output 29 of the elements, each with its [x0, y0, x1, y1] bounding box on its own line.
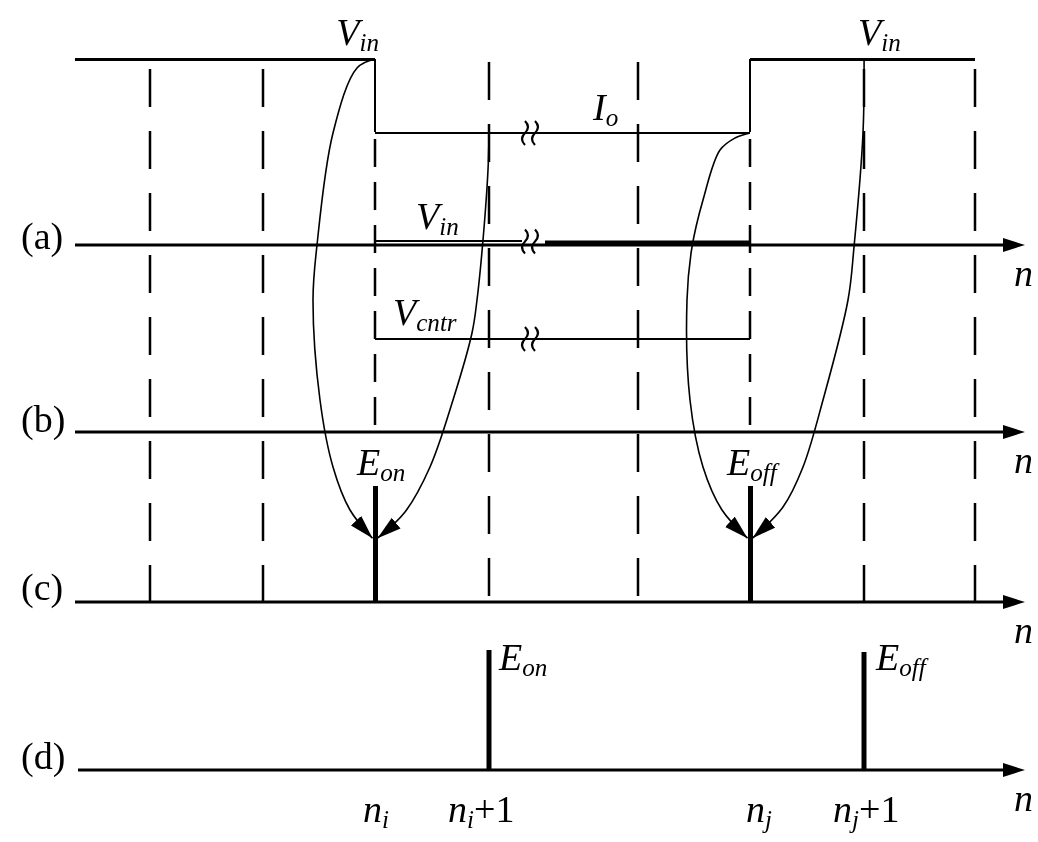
impulse-bar	[747, 486, 753, 602]
row-label: (d)	[20, 737, 67, 779]
row-label: (a)	[20, 217, 65, 259]
impulse-bar	[372, 486, 378, 602]
signal-label: V$_{in}$	[335, 13, 380, 55]
curved-arrow	[312, 58, 376, 539]
energy-label: E$_{on}$	[356, 443, 407, 482]
waveform-segment	[750, 57, 975, 61]
row-label: (c)	[20, 568, 65, 610]
tick-label: n$_{i}$+1	[447, 790, 516, 835]
signal-label: V$_{cntr}$	[392, 293, 458, 335]
signal-label: V$_{in}$	[415, 197, 460, 239]
energy-label: E$_{off}$	[875, 638, 929, 680]
axis-label: n	[1013, 254, 1034, 296]
curved-arrow	[751, 59, 865, 539]
waveform-step-line	[374, 58, 376, 133]
signal-label: V$_{in}$	[857, 13, 902, 55]
energy-label: E$_{on}$	[498, 638, 549, 680]
row-label: (b)	[20, 400, 67, 442]
axis-label: n	[1013, 779, 1034, 821]
waveform-segment	[75, 57, 375, 61]
tick-label: n$_{j}$	[745, 790, 773, 835]
signal-label: I$_{o}$	[592, 88, 620, 130]
curved-arrow	[685, 132, 751, 539]
axis-label: n	[1013, 611, 1034, 653]
tick-label: n$_{j}$+1	[832, 790, 901, 835]
axis-label: n	[1013, 441, 1034, 483]
waveform-step-line	[749, 58, 751, 133]
tick-label: n$_{i}$	[362, 790, 390, 835]
